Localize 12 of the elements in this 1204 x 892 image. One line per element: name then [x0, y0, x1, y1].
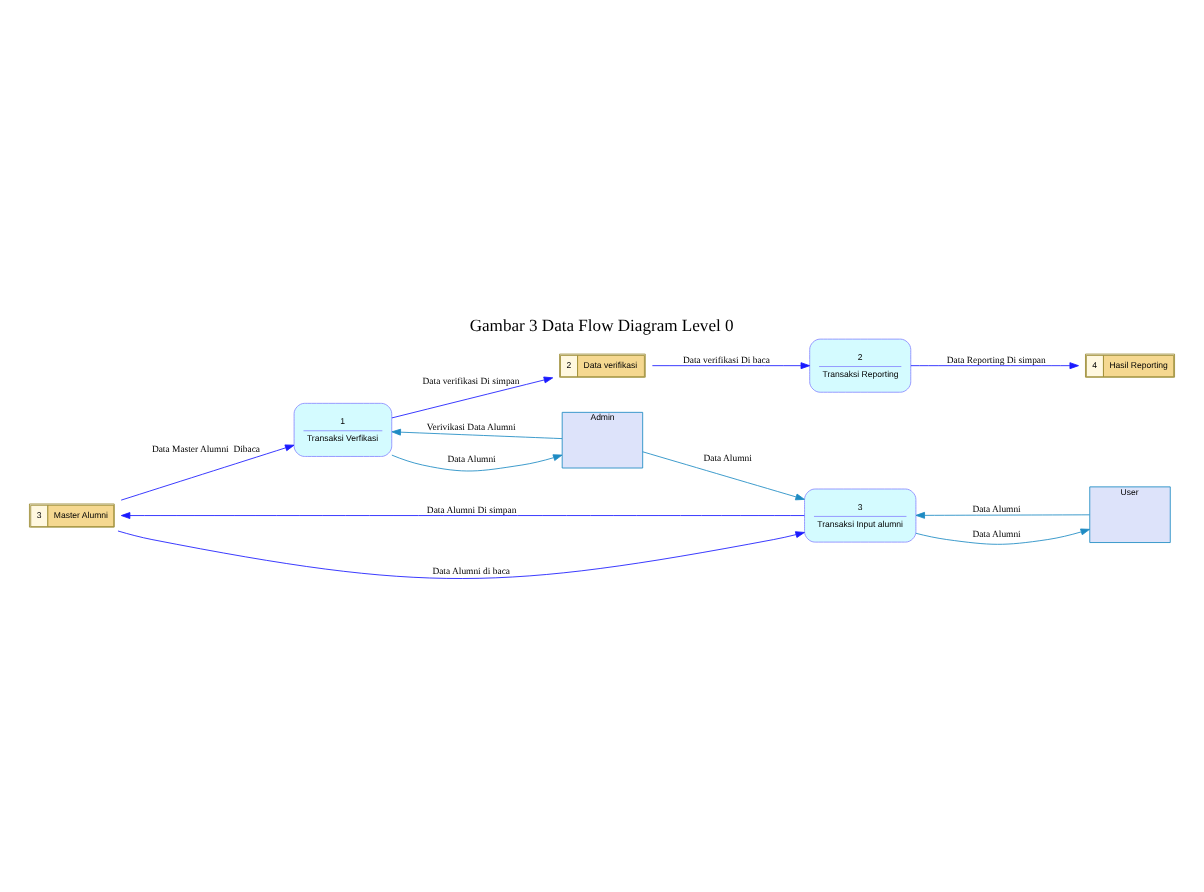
arrow [391, 428, 563, 440]
arrow [915, 511, 1090, 519]
arrow [117, 530, 805, 579]
arrow [910, 362, 1079, 370]
arrow [120, 512, 805, 519]
arrow [120, 444, 295, 501]
diagram-title: Gambar 3 Data Flow Diagram Level 0 [469, 314, 734, 335]
arrow [642, 451, 805, 501]
arrow [651, 362, 810, 370]
arrow [915, 528, 1090, 545]
arrow [391, 454, 563, 472]
arrow [391, 376, 554, 419]
